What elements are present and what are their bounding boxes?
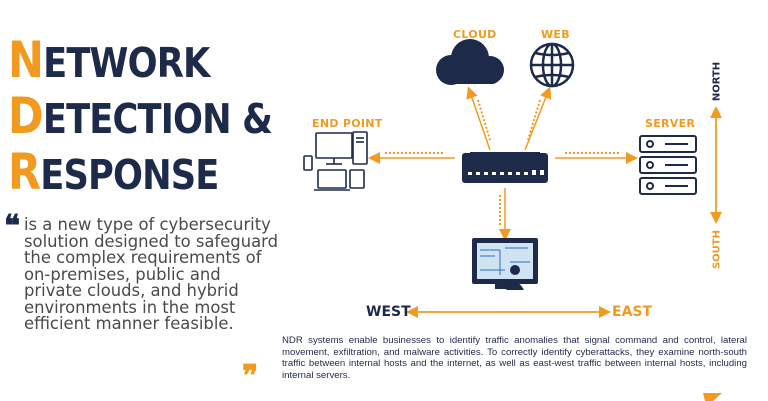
monitor-user-icon — [472, 238, 538, 290]
web-label: Web — [541, 28, 570, 41]
description-paragraph: NDR systems enable businesses to identif… — [282, 335, 747, 381]
endpoint-devices-icon — [303, 131, 368, 191]
title-line-network: Network — [8, 31, 210, 89]
close-quote-icon: ❞ — [242, 359, 259, 394]
page-title: Network Detection & Response — [8, 34, 298, 202]
east-label: East — [612, 304, 653, 320]
server-label: Server — [645, 117, 696, 130]
traffic-dots — [385, 99, 620, 225]
lead-paragraph: is a new type of cybersecurity solution … — [24, 215, 278, 333]
connection-lines — [368, 86, 722, 318]
south-label: South — [711, 230, 723, 270]
cloud-label: Cloud — [453, 28, 497, 41]
cloud-icon — [436, 39, 504, 85]
west-label: West — [366, 304, 411, 320]
server-rack-icon — [639, 135, 697, 195]
north-label: North — [711, 61, 723, 102]
brand-logo-icon — [703, 393, 722, 401]
endpoint-label: End Point — [312, 117, 383, 130]
globe-icon — [529, 42, 575, 88]
network-switch-icon — [462, 152, 548, 183]
title-line-detection: Detection & — [8, 87, 273, 145]
open-quote-icon: ❝ — [4, 209, 21, 244]
title-line-response: Response — [8, 143, 219, 201]
